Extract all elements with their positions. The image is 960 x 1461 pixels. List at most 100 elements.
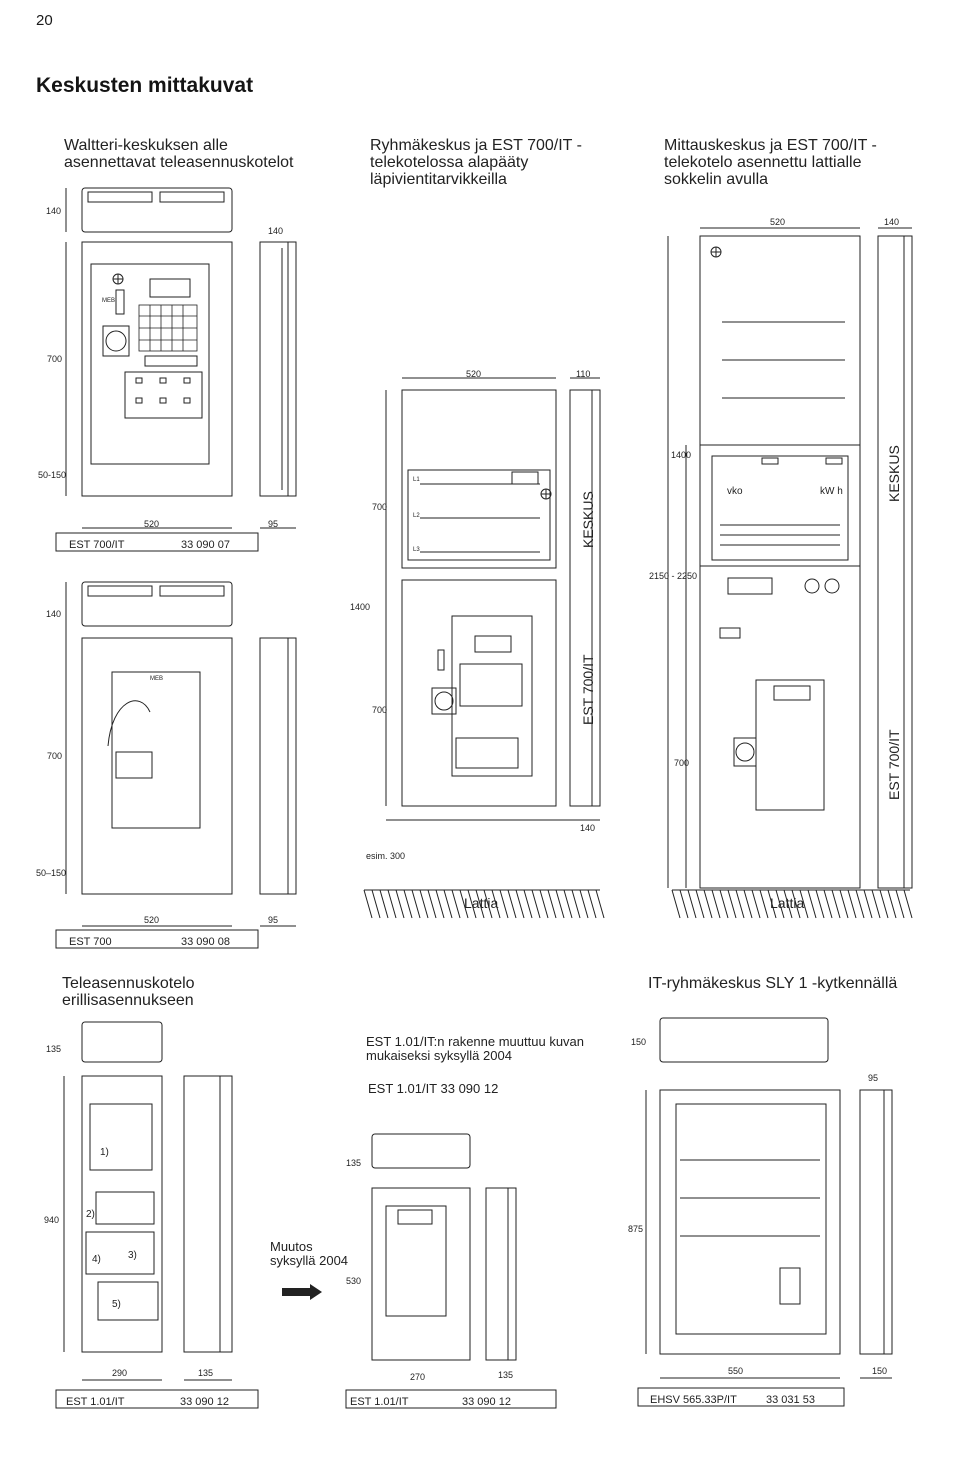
hatch-line xyxy=(387,889,397,919)
hatch-line xyxy=(531,889,541,919)
hatch-line xyxy=(735,889,745,919)
dim-940: 940 xyxy=(44,1215,60,1225)
dim-520-b: 520 xyxy=(466,369,482,379)
caption-column-3: Mittauskeskus ja EST 700/IT -telekotelo … xyxy=(664,137,877,188)
drawing-est700it xyxy=(55,187,297,552)
hatch-line xyxy=(459,889,469,919)
hatch-line xyxy=(679,889,689,919)
marker-1: 1) xyxy=(100,1147,109,1158)
dim-150-b: 150 xyxy=(872,1366,888,1376)
hatch-line xyxy=(499,889,509,919)
hatch-line xyxy=(587,889,597,919)
dim-270: 270 xyxy=(410,1372,426,1382)
caption-row3-left: Teleasennuskotelo erillisasennukseen xyxy=(62,975,195,1009)
hatch-line xyxy=(491,889,501,919)
hatch-line xyxy=(563,889,573,919)
product-code-est700it: 33 090 07 xyxy=(181,539,230,551)
hatch-line xyxy=(539,889,549,919)
caption-column-1: Waltteri-keskuksen alle asennettavat tel… xyxy=(64,137,294,171)
marker-4: 4) xyxy=(92,1254,101,1265)
hatch-line xyxy=(507,889,517,919)
dim-135-a: 135 xyxy=(46,1044,62,1054)
hatch-line xyxy=(435,889,445,919)
dim-95-a: 95 xyxy=(268,519,279,529)
dim-140-top-b: 140 xyxy=(268,226,284,236)
dim-1400-b: 1400 xyxy=(350,602,371,612)
product-name-est101-b: EST 1.01/IT xyxy=(350,1396,409,1408)
hatch-line xyxy=(887,889,897,919)
hatch-line xyxy=(411,889,421,919)
label-meb-a: MEB xyxy=(102,298,116,304)
hatch-line xyxy=(395,889,405,919)
dim-700-d: 700 xyxy=(47,751,63,761)
hatch-line xyxy=(839,889,849,919)
hatch-line xyxy=(671,889,681,919)
hatch-line xyxy=(791,889,801,919)
hatch-line xyxy=(895,889,905,919)
product-code-ehsv: 33 031 53 xyxy=(766,1394,815,1406)
dim-520-a: 520 xyxy=(144,519,160,529)
label-vko: vko xyxy=(727,486,743,497)
hatch-line xyxy=(767,889,777,919)
dim-135-b: 135 xyxy=(346,1158,362,1168)
hatch-line xyxy=(419,889,429,919)
dim-1400-a: 1400 xyxy=(671,450,692,460)
dim-700-b: 700 xyxy=(372,502,388,512)
hatch-line xyxy=(807,889,817,919)
dim-550: 550 xyxy=(728,1366,744,1376)
label-kwh: kW h xyxy=(820,486,843,497)
hatch-line xyxy=(831,889,841,919)
hatch-line xyxy=(903,889,913,919)
drawing-teleasennuskotelo xyxy=(55,1021,259,1409)
hatch-line xyxy=(727,889,737,919)
label-l2: L2 xyxy=(413,513,420,519)
caption-row3-title: EST 1.01/IT 33 090 12 xyxy=(368,1081,499,1096)
label-l1: L1 xyxy=(413,477,420,483)
dim-150-a: 150 xyxy=(631,1037,647,1047)
hatch-line xyxy=(783,889,793,919)
dim-290: 290 xyxy=(112,1368,128,1378)
product-name-ehsv: EHSV 565.33P/IT xyxy=(650,1394,737,1406)
hatch-line xyxy=(523,889,533,919)
dim-50-150-b: 50–150 xyxy=(36,868,67,878)
hatch-line xyxy=(719,889,729,919)
dim-700-a: 700 xyxy=(47,354,63,364)
hatch-line xyxy=(595,889,605,919)
marker-3: 3) xyxy=(128,1250,137,1261)
dim-135-d: 135 xyxy=(498,1370,514,1380)
hatch-line xyxy=(687,889,697,919)
label-l3: L3 xyxy=(413,547,420,553)
hatch-line xyxy=(847,889,857,919)
hatch-line xyxy=(515,889,525,919)
dim-95-b: 95 xyxy=(268,915,279,925)
hatch-line xyxy=(403,889,413,919)
marker-2: 2) xyxy=(86,1209,95,1220)
dim-875: 875 xyxy=(628,1224,644,1234)
hatch-line xyxy=(547,889,557,919)
drawing-mittauskeskus xyxy=(667,227,913,889)
drawing-est700 xyxy=(55,581,297,949)
drawing-est101 xyxy=(282,1133,557,1409)
drawing-ryhmakeskus xyxy=(385,377,601,821)
product-code-est101-b: 33 090 12 xyxy=(462,1396,511,1408)
dim-530: 530 xyxy=(346,1276,362,1286)
dim-135-c: 135 xyxy=(198,1368,214,1378)
hatch-line xyxy=(571,889,581,919)
dim-140-d: 140 xyxy=(46,609,62,619)
dim-110: 110 xyxy=(576,369,591,379)
hatch-line xyxy=(871,889,881,919)
marker-5: 5) xyxy=(112,1299,121,1310)
hatch-line xyxy=(443,889,453,919)
hatch-line xyxy=(823,889,833,919)
product-name-est700: EST 700 xyxy=(69,936,112,948)
dim-520-c: 520 xyxy=(770,217,786,227)
hatch-line xyxy=(743,889,753,919)
hatch-line xyxy=(863,889,873,919)
hatch-line xyxy=(427,889,437,919)
hatch-line xyxy=(475,889,485,919)
dim-700-c: 700 xyxy=(372,705,388,715)
hatch-line xyxy=(759,889,769,919)
product-code-est101-a: 33 090 12 xyxy=(180,1396,229,1408)
floor-hatching xyxy=(363,889,913,919)
